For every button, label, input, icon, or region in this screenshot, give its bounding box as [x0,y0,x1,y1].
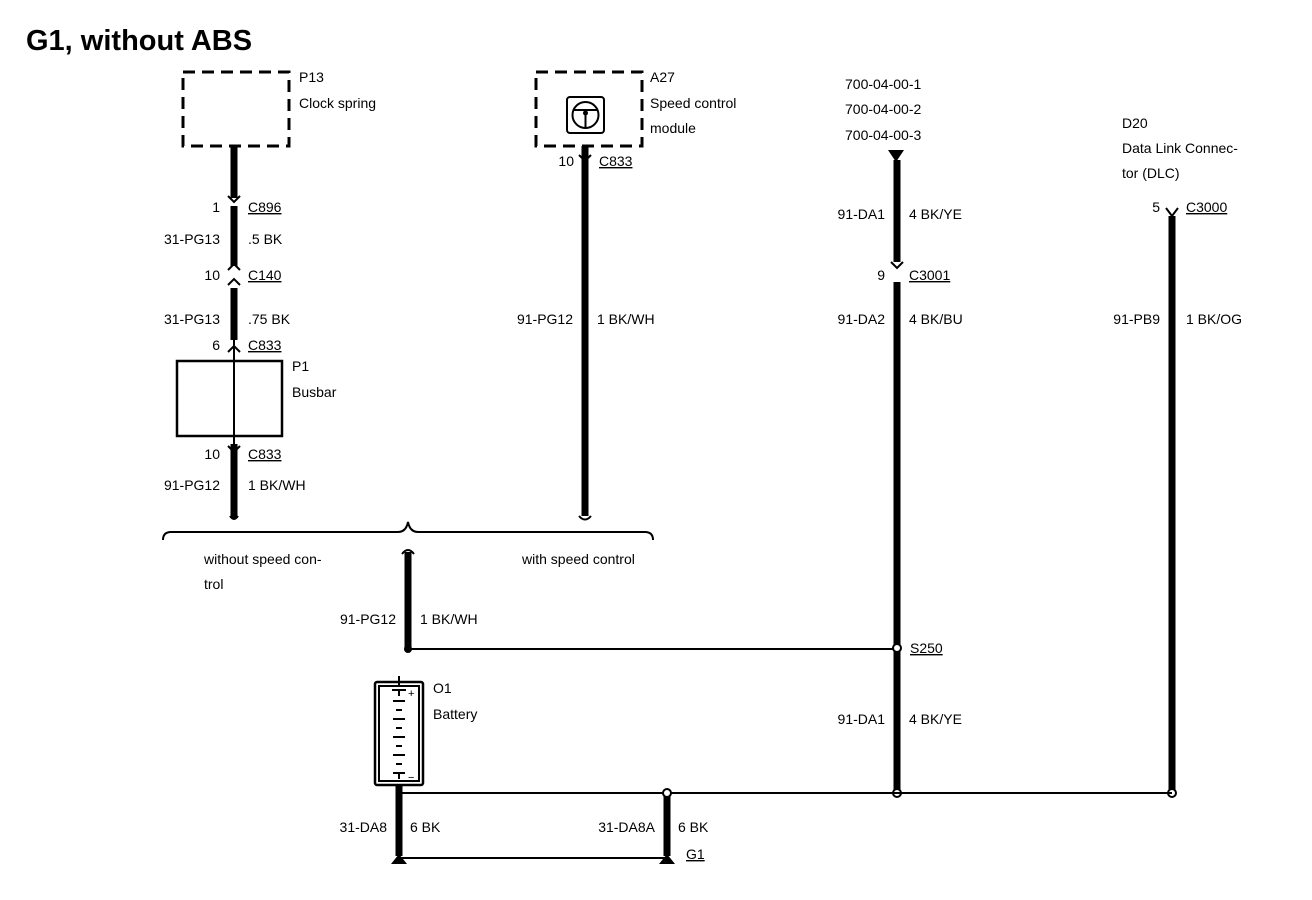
wire-column-ground-feed [888,150,904,798]
wire-w2-circuit: 31-PG13 [164,311,220,327]
c3001-label: C3001 [909,267,950,283]
c833-p1-top-pin: 6 [212,337,220,353]
wire-column-clock-spring [227,146,241,520]
option-without-line-2: trol [204,576,223,592]
wire-w3-circuit: 91-PG12 [164,477,220,493]
clock-spring-id: P13 [299,69,324,85]
svg-text:+: + [408,688,414,700]
c140-label: C140 [248,267,282,283]
wire-w2-spec: .75 BK [248,311,291,327]
wire-w5-spec: 4 BK/YE [909,206,962,222]
c833-p1-bottom-label: C833 [248,446,282,462]
wire-w5-circuit: 91-DA1 [838,206,886,222]
speed-control-module-label-2: module [650,120,696,136]
wire-w9-circuit: 91-DA1 [838,711,886,727]
wire-w4-circuit: 91-PG12 [517,311,573,327]
c896-pin: 1 [212,199,220,215]
battery-id: O1 [433,680,452,696]
s250-label: S250 [910,640,943,656]
battery-label: Battery [433,706,477,722]
wire-w8-spec: 1 BK/WH [420,611,478,627]
c3000-pin: 5 [1152,199,1160,215]
c3000-label: C3000 [1186,199,1227,215]
busbar-id: P1 [292,358,309,374]
speed-control-module-id: A27 [650,69,675,85]
ground-g1-label: G1 [686,846,705,862]
wire-w3-spec: 1 BK/WH [248,477,306,493]
battery-symbol: + − [373,676,425,787]
wire-w1-circuit: 31-PG13 [164,231,220,247]
wire-w8-circuit: 91-PG12 [340,611,396,627]
wire-column-dlc [1165,207,1179,798]
wire-w9-spec: 4 BK/YE [909,711,962,727]
c833-p1-top-label: C833 [248,337,282,353]
svg-text:−: − [408,772,414,784]
wire-w7-circuit: 91-PB9 [1113,311,1160,327]
wire-w11-circuit: 31-DA8A [598,819,655,835]
wire-w6-spec: 4 BK/BU [909,311,963,327]
wire-w4-spec: 1 BK/WH [597,311,655,327]
c896-label: C896 [248,199,282,215]
busbar-label: Busbar [292,384,337,400]
dlc-label-2: tor (DLC) [1122,165,1180,181]
clock-spring-box [181,70,291,148]
option-with: with speed control [521,551,635,567]
reference-2: 700-04-00-2 [845,101,921,117]
speed-control-module-label-1: Speed control [650,95,736,111]
wire-w11-spec: 6 BK [678,819,709,835]
wire-w10-circuit: 31-DA8 [340,819,388,835]
option-brace [162,521,654,541]
diagram-title: G1, without ABS [26,25,252,57]
dlc-label-1: Data Link Connec- [1122,140,1238,156]
c833-a27-label: C833 [599,153,633,169]
wire-w1-spec: .5 BK [248,231,283,247]
c833-p1-bottom-pin: 10 [204,446,220,462]
reference-1: 700-04-00-1 [845,76,921,92]
c140-pin: 10 [204,267,220,283]
reference-3: 700-04-00-3 [845,127,921,143]
option-without-line-1: without speed con- [203,551,322,567]
c3001-pin: 9 [877,267,885,283]
wire-column-speed-control [578,146,592,521]
speed-control-module-box [534,70,644,148]
wire-w7-spec: 1 BK/OG [1186,311,1242,327]
clock-spring-label: Clock spring [299,95,376,111]
steering-wheel-icon [566,96,605,134]
dlc-id: D20 [1122,115,1148,131]
busbar-box [175,359,284,438]
wire-w10-spec: 6 BK [410,819,441,835]
ground-bus [391,785,1172,864]
c833-a27-pin: 10 [558,153,574,169]
wire-column-merged [401,549,415,653]
wire-w6-circuit: 91-DA2 [838,311,886,327]
